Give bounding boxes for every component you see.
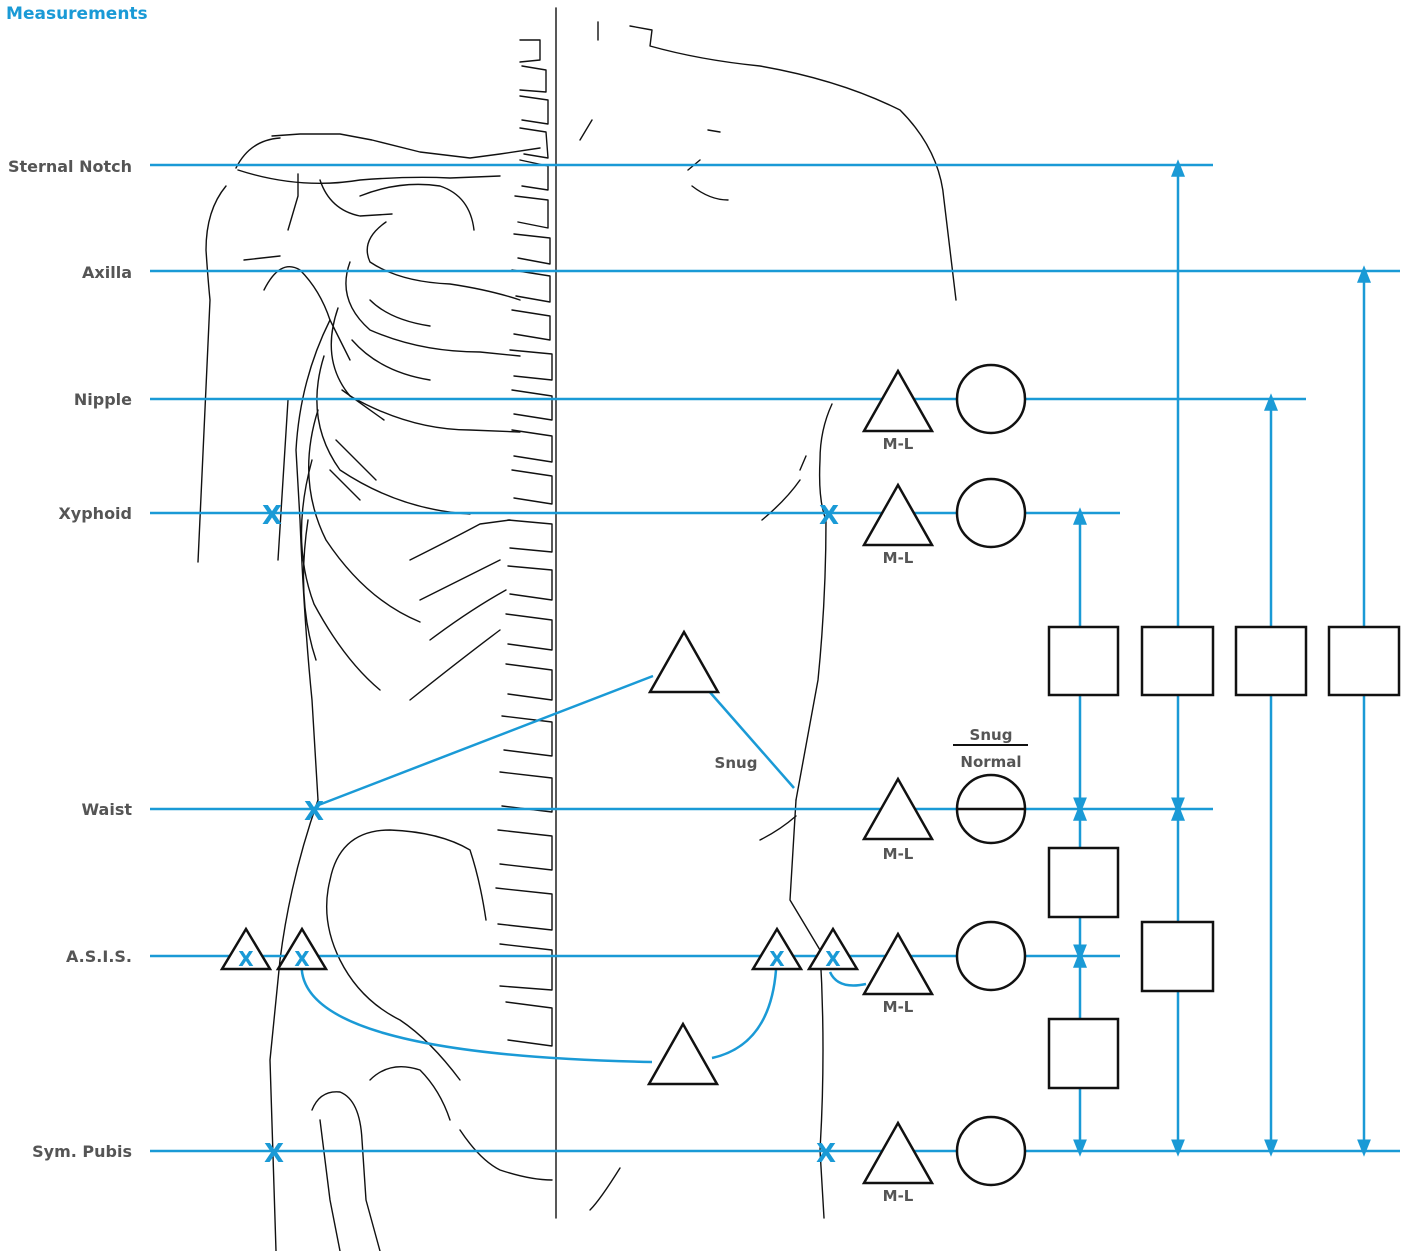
x-marker-waist: X	[304, 797, 324, 827]
guide-curves	[302, 676, 866, 1062]
x-marker-pubis-left: X	[264, 1139, 284, 1169]
x-marker-asis-3: X	[769, 947, 785, 971]
measure-box-sternal-waist[interactable]	[1142, 627, 1213, 695]
measurement-connectors	[1080, 168, 1364, 1148]
x-marker-xyphoid-right: X	[819, 501, 839, 531]
measure-box-nipple-pubis[interactable]	[1236, 627, 1306, 695]
snug-triangle-upper[interactable]	[650, 632, 718, 692]
measure-box-xyphoid-waist[interactable]	[1049, 627, 1118, 695]
x-marker-asis-4: X	[825, 947, 841, 971]
ml-triangle-nipple[interactable]	[864, 371, 932, 431]
circumference-circle-asis[interactable]	[957, 922, 1025, 990]
x-marker-xyphoid-left: X	[262, 501, 282, 531]
snug-normal-top-label: Snug	[970, 726, 1013, 744]
circumference-circle-nipple[interactable]	[957, 365, 1025, 433]
circumference-circle-xyphoid[interactable]	[957, 479, 1025, 547]
x-marker-pubis-right: X	[816, 1139, 836, 1169]
ml-triangle-sym-pubis[interactable]	[864, 1123, 932, 1183]
ml-label-waist: M-L	[883, 845, 914, 863]
measure-box-axilla-pubis[interactable]	[1329, 627, 1399, 695]
measure-box-waist-asis[interactable]	[1049, 848, 1118, 917]
x-marker-asis-1: X	[238, 947, 254, 971]
ml-label-xyphoid: M-L	[883, 549, 914, 567]
ml-label-asis: M-L	[883, 998, 914, 1016]
measure-box-waist-pubis[interactable]	[1142, 922, 1213, 991]
ml-label-sym-pubis: M-L	[883, 1187, 914, 1205]
x-marker-asis-2: X	[294, 947, 310, 971]
ml-triangle-asis[interactable]	[864, 934, 932, 994]
snug-triangle-lower[interactable]	[649, 1024, 717, 1084]
ml-label-nipple: M-L	[883, 435, 914, 453]
measure-box-asis-pubis[interactable]	[1049, 1019, 1118, 1088]
circumference-circle-sym-pubis[interactable]	[957, 1117, 1025, 1185]
snug-label: Snug	[715, 754, 758, 772]
anatomy-illustration	[198, 8, 956, 1251]
ml-triangle-xyphoid[interactable]	[864, 485, 932, 545]
snug-normal-bottom-label: Normal	[960, 753, 1021, 771]
